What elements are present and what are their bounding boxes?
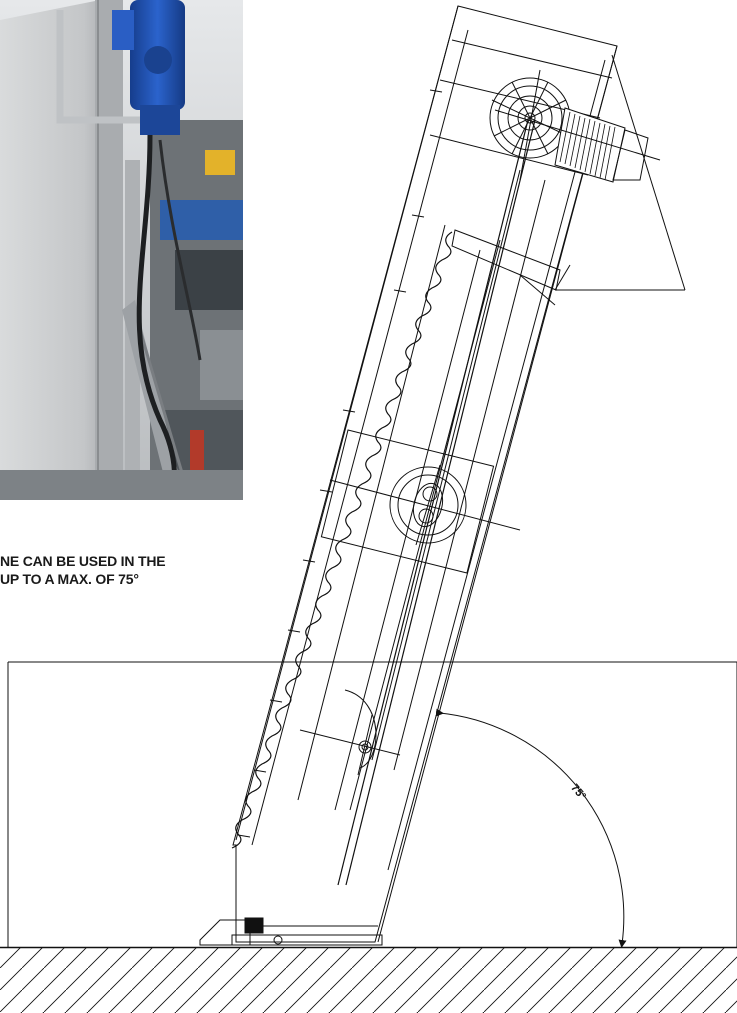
- scraper-teeth: [231, 231, 453, 849]
- pit-outline: [7, 661, 737, 947]
- machine-photo: [0, 0, 243, 500]
- caption-line-2: UP TO A MAX. OF 75°: [0, 571, 139, 587]
- angle-dimension: 75°: [435, 708, 627, 948]
- angle-label: 75°: [568, 782, 588, 802]
- floor-hatching: [0, 946, 737, 1013]
- lower-idler: [299, 689, 401, 776]
- conveyor-body: [232, 5, 618, 943]
- caption-line-1: NE CAN BE USED IN THE: [0, 553, 166, 569]
- drive-motor: [451, 54, 686, 306]
- middle-sprocket: [329, 464, 521, 546]
- machine-photo-illustration: [0, 0, 243, 500]
- caption: NE CAN BE USED IN THE UP TO A MAX. OF 75…: [0, 552, 270, 588]
- base-foot: [199, 917, 383, 946]
